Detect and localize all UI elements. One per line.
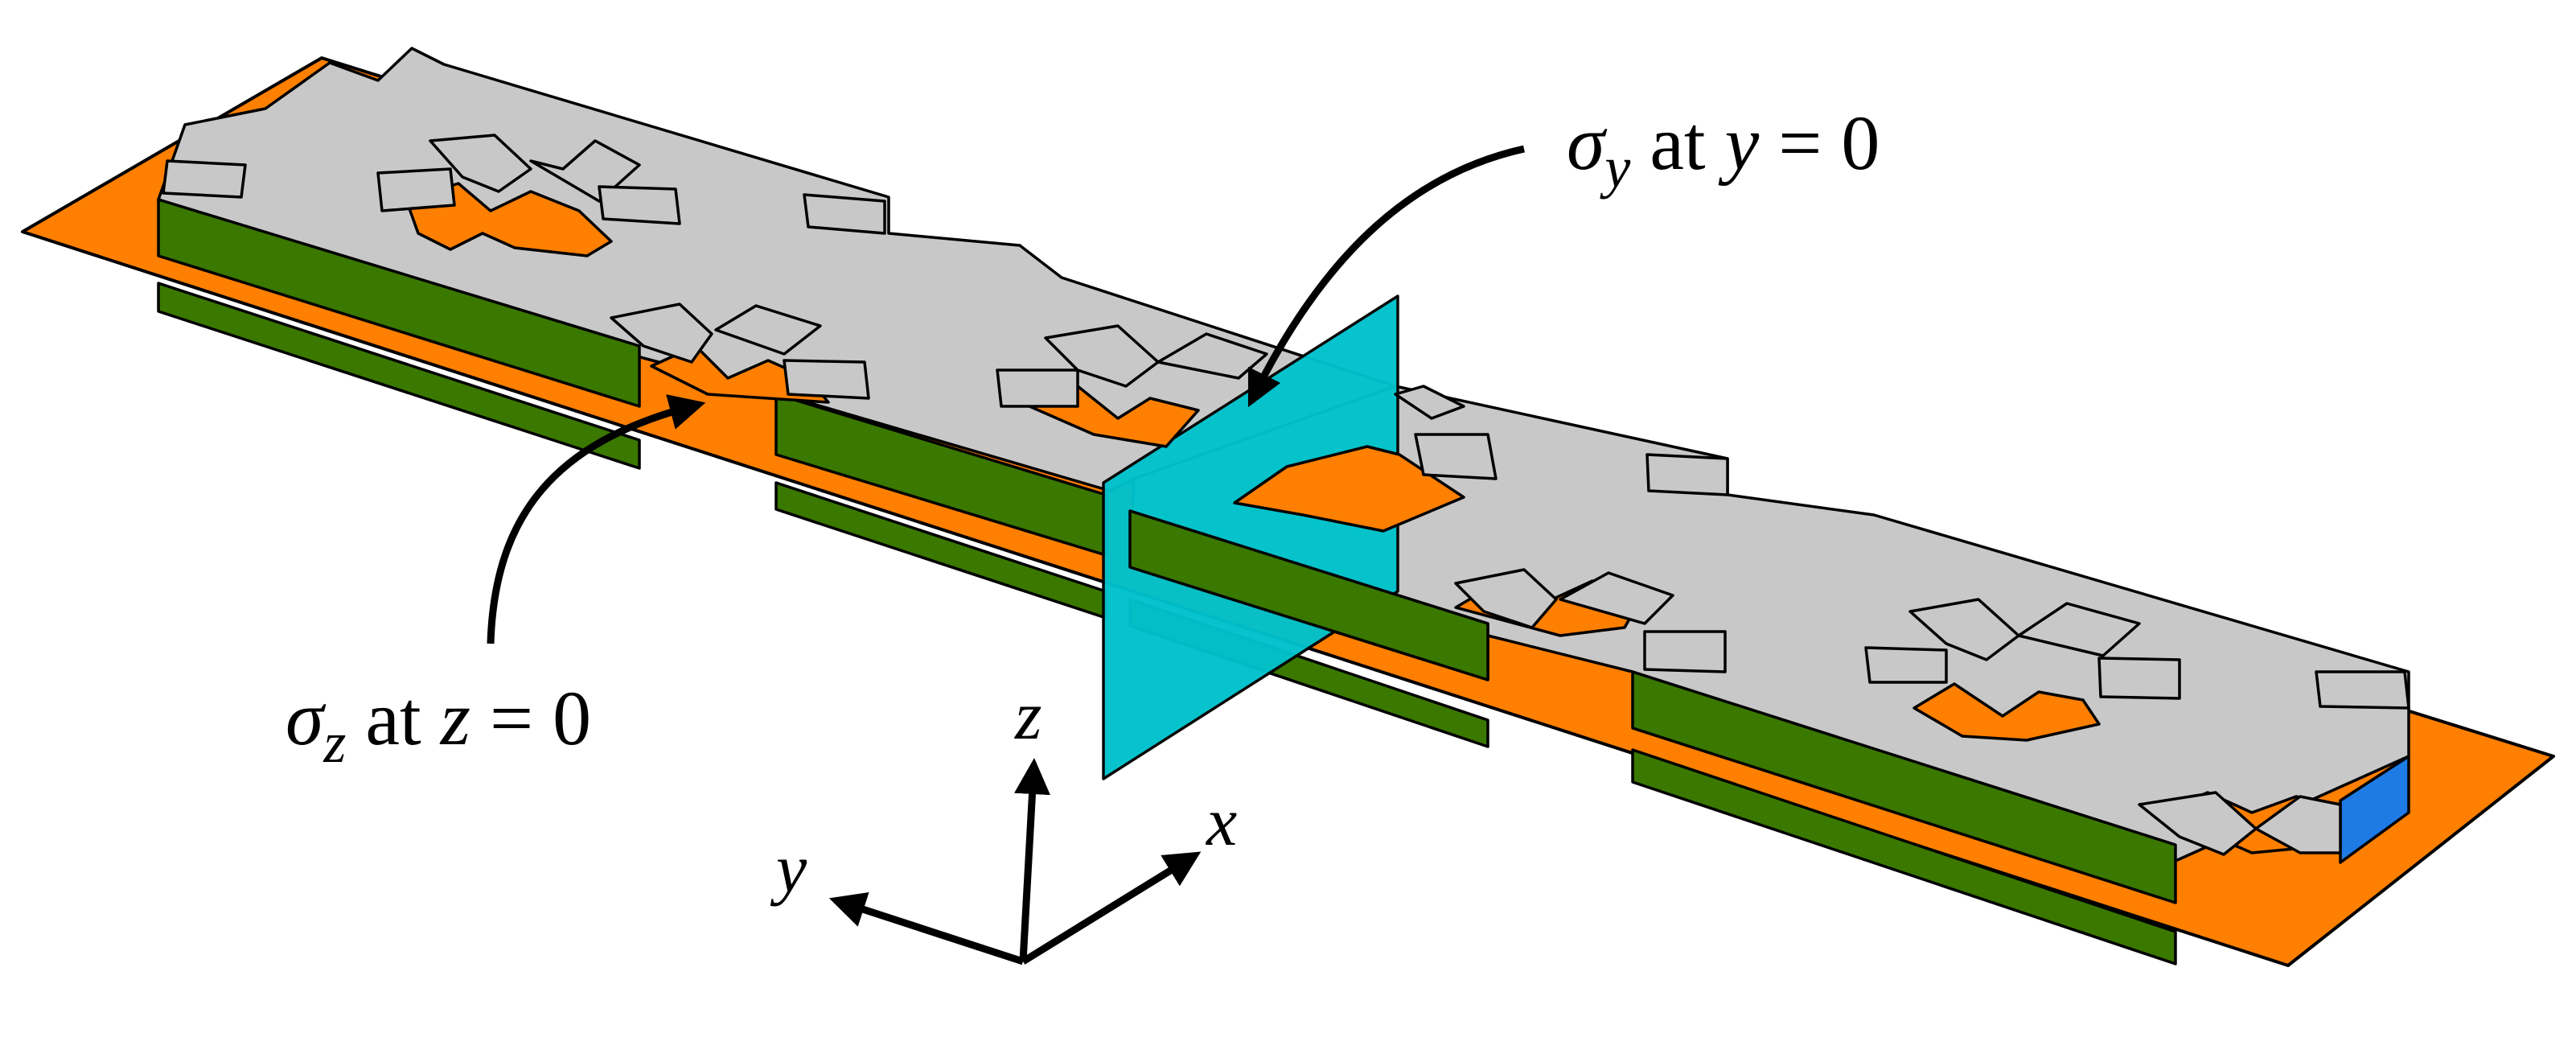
upper-wall-4 <box>1631 670 2177 904</box>
tab <box>2254 795 2342 854</box>
lower-wall-1 <box>157 282 641 470</box>
tab <box>610 303 713 364</box>
tab <box>996 368 1079 408</box>
tab <box>1643 630 1727 673</box>
sigma-y-arrow <box>1247 145 1525 408</box>
tab <box>1454 568 1558 629</box>
tab <box>429 134 532 193</box>
sigma-z-arrow <box>487 394 706 644</box>
tab <box>783 359 870 400</box>
tab <box>598 185 681 225</box>
y-axis-label: y <box>770 830 807 907</box>
upper-wall-1 <box>157 198 641 408</box>
sigma-z-label: σz at z = 0 <box>286 675 591 775</box>
tab <box>2138 791 2258 856</box>
tab <box>803 193 886 235</box>
tab <box>1559 571 1674 625</box>
tab <box>376 167 456 212</box>
cutout-1 <box>405 182 613 257</box>
tab <box>2315 670 2410 710</box>
section-plane-y0 <box>1102 294 1399 780</box>
tab <box>1157 332 1268 380</box>
tab <box>1864 646 1948 684</box>
tab <box>2017 602 2141 657</box>
x-axis-label: x <box>1205 783 1237 860</box>
z-axis-arrow <box>1014 758 1050 962</box>
folded-tabs <box>162 134 2410 856</box>
z-axis-label: z <box>1014 677 1041 754</box>
tab <box>2097 657 2181 700</box>
tab <box>1414 433 1498 480</box>
y-axis-arrow <box>828 891 1025 965</box>
x-axis-arrow <box>1021 851 1202 965</box>
cutouts <box>162 134 2410 856</box>
tab <box>1908 598 2020 661</box>
tab <box>1645 453 1729 496</box>
tab <box>1394 385 1465 420</box>
upper-wall-3-front <box>1128 509 1489 681</box>
axes-triad <box>828 758 1202 965</box>
tab <box>162 159 247 199</box>
lower-wall-4 <box>1631 748 2177 965</box>
sigma-y-label: σy at y = 0 <box>1567 100 1880 200</box>
tab <box>714 304 822 356</box>
cutout-6 <box>1912 682 2101 742</box>
tab <box>1044 324 1160 388</box>
